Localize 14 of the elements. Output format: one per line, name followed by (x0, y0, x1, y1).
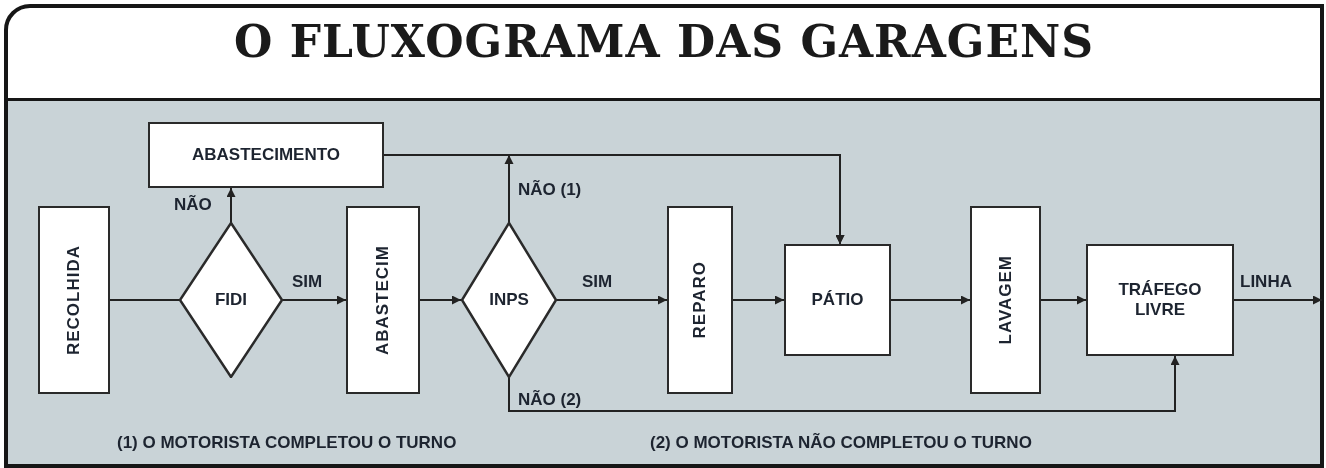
decision-diamond: FIDI (179, 222, 283, 378)
process-box: LAVAGEM (970, 206, 1041, 394)
footnote: (1) O MOTORISTA COMPLETOU O TURNO (117, 433, 457, 453)
process-box: ABASTECIM (346, 206, 420, 394)
footnote: (2) O MOTORISTA NÃO COMPLETOU O TURNO (650, 433, 1032, 453)
edge-label: NÃO (2) (516, 390, 584, 410)
process-box: ABASTECIMENTO (148, 122, 384, 188)
title: O FLUXOGRAMA DAS GARAGENS (233, 16, 1095, 67)
edge-label: NÃO (1) (516, 180, 584, 200)
process-box: RECOLHIDA (38, 206, 110, 394)
process-box: TRÁFEGO LIVRE (1086, 244, 1234, 356)
process-box: REPARO (667, 206, 733, 394)
process-box: PÁTIO (784, 244, 891, 356)
decision-diamond: INPS (461, 222, 557, 378)
